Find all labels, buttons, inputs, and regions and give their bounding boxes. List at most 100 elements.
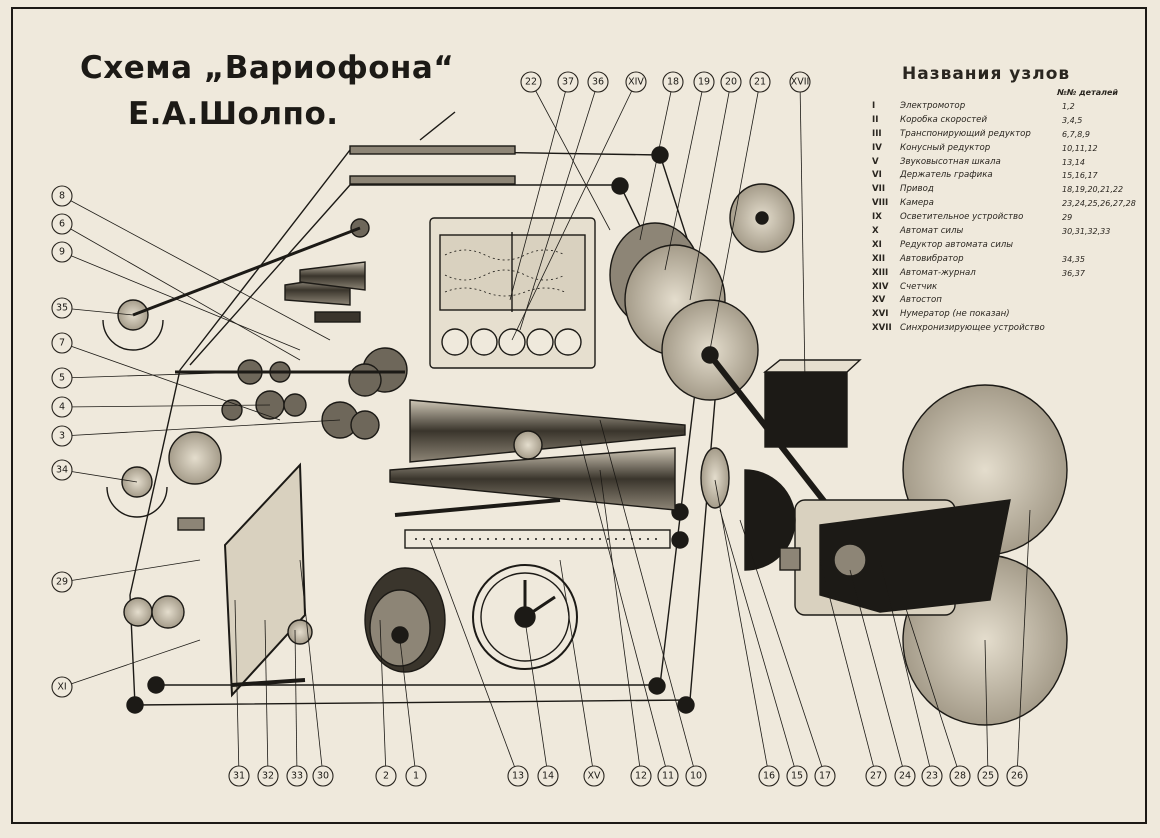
legend-name: Камера [900, 198, 934, 209]
leader-line [664, 81, 705, 271]
callout-circle [537, 765, 559, 787]
leader-line [519, 81, 599, 331]
leader-line [714, 479, 770, 777]
legend-parts: 34,35 [1062, 254, 1085, 264]
callout-28: 28 [899, 589, 971, 787]
callout-label: 19 [698, 77, 710, 88]
callout-31: 31 [228, 599, 250, 787]
legend-parts-header: №№ деталей [1057, 88, 1118, 97]
legend-num: XII [872, 253, 886, 264]
callout-circle [977, 765, 999, 787]
legend-row: XI Редуктор автомата силы [872, 239, 1132, 253]
legend-row: VII Привод 18,19,20,21,22 [872, 183, 1132, 197]
legend-name: Осветительное устройство [900, 212, 1024, 223]
callout-7: 7 [51, 332, 281, 421]
callout-circle [51, 571, 73, 593]
legend-parts: 3,4,5 [1062, 115, 1083, 125]
leader-line [509, 81, 569, 301]
legend-parts: 18,19,20,21,22 [1062, 185, 1124, 195]
legend-name: Конусный редуктор [900, 142, 991, 153]
legend-parts: 13,14 [1062, 157, 1085, 167]
callout-circle [51, 459, 73, 481]
leader-line [849, 569, 906, 777]
legend-num: XVI [872, 309, 889, 320]
callout-1: 1 [399, 639, 427, 787]
legend-name: Звуковысотная шкала [900, 156, 1001, 167]
callout-label: 17 [819, 771, 831, 782]
legend-name: Синхронизирующее устройство [900, 323, 1045, 334]
legend-num: XI [872, 239, 882, 250]
callout-9: 9 [51, 241, 301, 351]
legend-parts [1062, 281, 1132, 295]
callout-circle [625, 71, 647, 93]
callout-label: 8 [59, 191, 65, 202]
callout-2: 2 [375, 619, 397, 787]
callout-22: 22 [520, 71, 611, 231]
leader-line [599, 419, 697, 777]
callout-label: 21 [754, 77, 766, 88]
callout-circle [557, 71, 579, 93]
callout-3: 3 [51, 419, 341, 447]
leader-line [429, 539, 519, 777]
callout-label: 25 [982, 771, 994, 782]
callout-label: 30 [317, 771, 329, 782]
callout-label: XI [57, 682, 66, 693]
leader-line [234, 599, 240, 777]
leader-line [61, 342, 281, 421]
leader-line [899, 589, 961, 777]
callout-circle [507, 765, 529, 787]
callout-label: 11 [662, 771, 674, 782]
callout-circle [814, 765, 836, 787]
leader-line [294, 629, 298, 777]
callout-circle [583, 765, 605, 787]
leader-line [689, 81, 732, 301]
callout-36: 36 [519, 71, 609, 331]
leader-line [719, 509, 798, 777]
callout-circle [720, 71, 742, 93]
callout-XV: XV [559, 559, 605, 787]
legend-name: Электромотор [900, 101, 966, 111]
callout-12: 12 [599, 469, 652, 787]
leader-line [61, 223, 301, 361]
callout-circle [949, 765, 971, 787]
callout-XI: XI [51, 639, 201, 698]
leader-line [61, 559, 201, 583]
legend-parts [1062, 294, 1132, 308]
legend-num: XIII [872, 267, 889, 278]
legend-parts: 36,37 [1062, 268, 1085, 278]
leader-line [530, 81, 611, 231]
callout-32: 32 [257, 619, 279, 787]
legend-name: Редуктор автомата силы [900, 239, 1014, 250]
legend-num: VIII [872, 198, 889, 209]
leader-line [61, 419, 341, 437]
callout-label: 7 [59, 338, 65, 349]
diagram-title: Схема „Вариофона“ [80, 50, 455, 86]
callout-label: 29 [56, 577, 68, 588]
callout-label: 31 [233, 771, 245, 782]
callout-label: 32 [262, 771, 274, 782]
legend-num: XIV [872, 281, 889, 292]
legend-num: I [872, 101, 876, 111]
legend-parts: 23,24,25,26,27,28 [1062, 199, 1136, 209]
diagram-author: Е.А.Шолпо. [128, 96, 339, 132]
callout-23: 23 [879, 559, 943, 787]
callout-label: 3 [59, 431, 65, 442]
callout-circle [286, 765, 308, 787]
callout-circle [865, 765, 887, 787]
callout-circle [894, 765, 916, 787]
callout-circle [657, 765, 679, 787]
callout-16: 16 [714, 479, 780, 787]
legend-num: VII [872, 184, 886, 195]
callout-14: 14 [524, 619, 559, 787]
legend-name: Привод [900, 184, 934, 195]
legend-parts: 15,16,17 [1062, 171, 1098, 181]
callout-circle [758, 765, 780, 787]
legend-parts: 1,2 [1062, 102, 1075, 111]
callout-11: 11 [579, 439, 679, 787]
